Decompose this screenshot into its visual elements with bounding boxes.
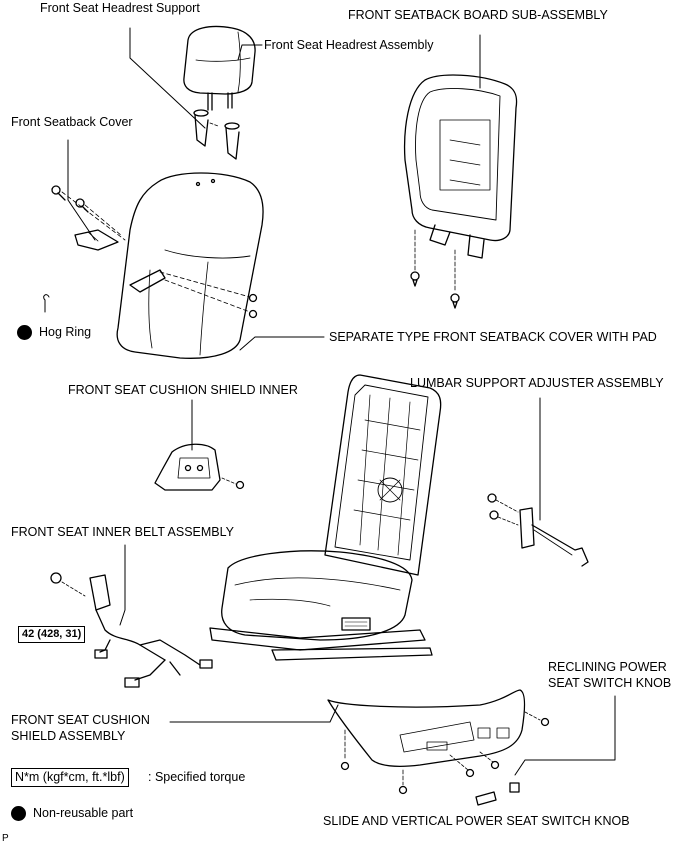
label-headrest-support: Front Seat Headrest Support: [40, 1, 200, 15]
seatback-cover-pad: [61, 172, 264, 359]
label-cushion-shield-1: FRONT SEAT CUSHION: [11, 713, 150, 727]
label-slide-vertical-knob: SLIDE AND VERTICAL POWER SEAT SWITCH KNO…: [323, 814, 630, 828]
label-reclining-knob-2: SEAT SWITCH KNOB: [548, 676, 672, 690]
legend-torque-units: N*m (kgf*cm, ft.*lbf): [11, 768, 129, 787]
torque-spec-box: 42 (428, 31): [18, 626, 86, 643]
seatback-cover-clip: [51, 185, 119, 251]
legend-torque-desc: : Specified torque: [148, 770, 246, 784]
label-seatback-cover: Front Seatback Cover: [11, 115, 133, 129]
cushion-shield-assembly: [327, 689, 550, 806]
seatback-board: [403, 74, 518, 309]
label-reclining-knob-1: RECLINING POWER: [548, 660, 667, 674]
hog-ring-symbol: [43, 294, 50, 301]
hog-ring-nonreusable-dot: [17, 325, 32, 340]
headrest: [183, 25, 256, 111]
label-cushion-shield-2: SHIELD ASSEMBLY: [11, 729, 126, 743]
page-marker: P: [2, 833, 9, 844]
legend-nonreusable-dot: [11, 806, 26, 821]
inner-belt: [50, 572, 213, 688]
lumbar-adjuster: [487, 493, 589, 567]
headrest-supports: [193, 109, 240, 160]
seat-frame: [209, 374, 442, 661]
label-hog-ring: Hog Ring: [39, 325, 92, 339]
legend-nonreusable-label: Non-reusable part: [33, 806, 134, 820]
label-lumbar-adjuster: LUMBAR SUPPORT ADJUSTER ASSEMBLY: [410, 376, 664, 390]
label-separate-seatback-cover: SEPARATE TYPE FRONT SEATBACK COVER WITH …: [329, 330, 657, 344]
label-inner-belt: FRONT SEAT INNER BELT ASSEMBLY: [11, 525, 234, 539]
cushion-shield-inner: [154, 443, 245, 491]
label-cushion-shield-inner: FRONT SEAT CUSHION SHIELD INNER: [68, 383, 298, 397]
label-seatback-board: FRONT SEATBACK BOARD SUB-ASSEMBLY: [348, 8, 608, 22]
leader-lines: [44, 27, 616, 776]
label-headrest-assembly: Front Seat Headrest Assembly: [264, 38, 434, 52]
